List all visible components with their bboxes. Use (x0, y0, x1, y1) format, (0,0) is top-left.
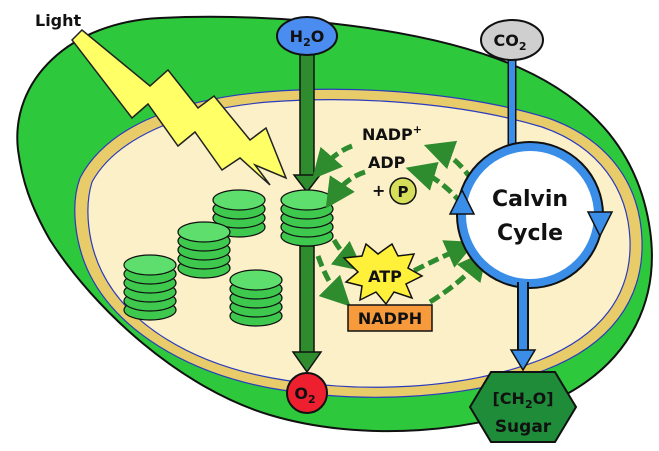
o2-arrow-shaft (299, 245, 315, 355)
sugar-arrow-head (509, 349, 537, 372)
phosphate-circle (389, 177, 417, 205)
thylakoid-disc (229, 269, 283, 291)
thylakoid-stack (229, 269, 283, 327)
thylakoid-disc (280, 189, 334, 211)
atp-label: ATP (368, 267, 402, 286)
nadp-to-thylakoid-arrow (312, 143, 353, 180)
adp-label: ADP (368, 153, 406, 172)
sugar-arrow-shaft (519, 282, 527, 354)
calvin-arrowhead-right (586, 211, 614, 238)
nadph-to-calvin-arrow (428, 250, 488, 305)
nadp-label: NADP+ (362, 123, 422, 144)
plus-label: + (372, 181, 385, 200)
thylakoid-stack (177, 221, 231, 279)
o2-arrow-head (291, 351, 323, 374)
sugar-hexagon (468, 371, 578, 443)
thylakoid-stack (123, 254, 177, 321)
calvin-cycle-label-line1: Calvin (492, 187, 568, 212)
sugar-formula: [CH2O] (492, 389, 553, 411)
thylakoid-stack (212, 189, 266, 238)
co2-label: CO2 (494, 31, 527, 53)
nadph-label: NADPH (358, 309, 422, 328)
h2o-label: H2O (290, 27, 325, 49)
o2-label: O2 (294, 384, 315, 406)
nadph-box (347, 304, 433, 332)
calvin-cycle-ring (458, 143, 602, 287)
thylakoid-disc (123, 254, 177, 276)
thylakoid-grana (123, 189, 334, 327)
h2o-to-thylakoid-arrow-shaft (299, 51, 315, 178)
light-label: Light (35, 11, 82, 30)
phosphate-label: P (398, 183, 409, 201)
sugar-label: Sugar (495, 417, 552, 437)
thylakoid-disc (212, 189, 266, 211)
thylakoid-to-nadph-arrow (315, 255, 351, 307)
calvin-arrowhead-left (448, 188, 476, 215)
light-bolt (71, 28, 288, 186)
adp-to-thylakoid-arrow (325, 169, 366, 209)
thylakoid-stack (280, 189, 334, 247)
thylakoid-disc (177, 221, 231, 243)
calvin-cycle-label-line2: Cycle (497, 221, 563, 246)
h2o-bubble (276, 16, 338, 56)
atp-starburst (342, 242, 424, 306)
o2-bubble (286, 372, 328, 414)
co2-bubble (480, 19, 544, 61)
